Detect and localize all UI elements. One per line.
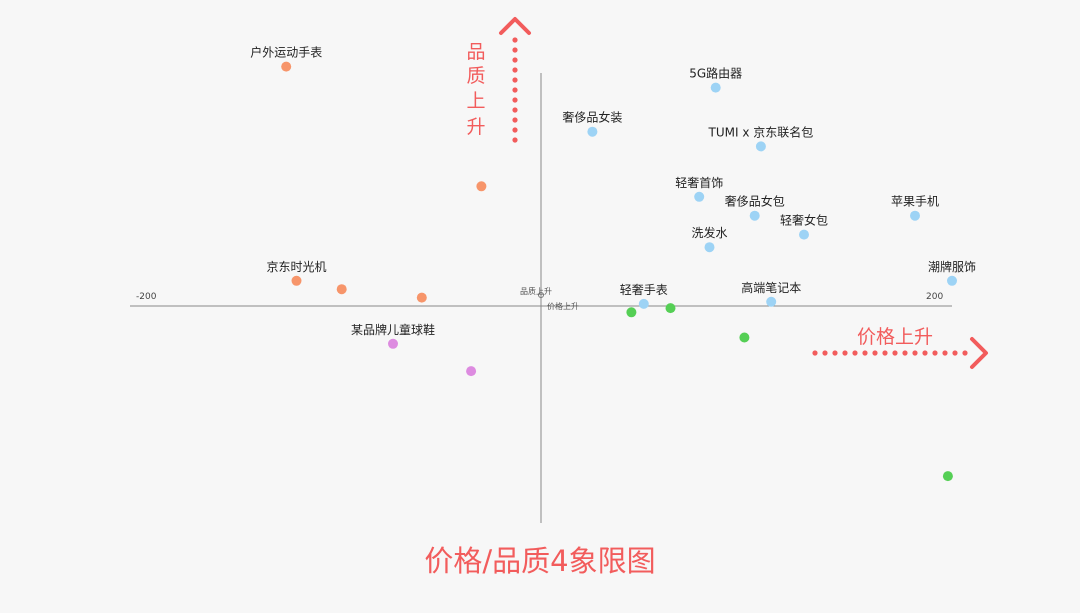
up-arrow-dot (512, 127, 518, 133)
up-arrow-dot (512, 137, 518, 143)
up-arrow-head (499, 17, 531, 35)
point-label: 洗发水 (691, 225, 727, 240)
scatter-point (749, 210, 760, 221)
right-arrow-dot (882, 350, 888, 356)
right-arrow-head (970, 337, 988, 369)
right-arrow-dot (842, 350, 848, 356)
right-arrow-dot (902, 350, 908, 356)
up-arrow-dot (512, 87, 518, 93)
scatter-point (665, 303, 676, 314)
x-tick-label-max: 200 (926, 292, 943, 302)
quality-up-char-3: 上 (466, 90, 485, 112)
scatter-point (587, 126, 598, 137)
scatter-point (766, 296, 777, 307)
point-label: 户外运动手表 (250, 45, 322, 60)
up-arrow-dots (512, 37, 518, 143)
right-arrow-dot (872, 350, 878, 356)
quality-up-char-2: 质 (466, 65, 485, 87)
chart-title: 价格/品质4象限图 (424, 544, 656, 578)
price-up-label: 价格上升 (857, 326, 933, 348)
point-label: 轻奢手表 (620, 283, 668, 297)
scatter-point (799, 229, 809, 240)
right-arrow-dot (812, 350, 818, 356)
scatter-point (336, 284, 347, 295)
right-arrow-dots (812, 350, 968, 356)
point-label: TUMI x 京东联名包 (708, 124, 814, 139)
origin-marker (538, 292, 544, 298)
point-label: 轻奢首饰 (675, 176, 723, 190)
right-arrow-dot (892, 350, 898, 356)
quality-up-arrow: 品 质 上 升 (466, 17, 531, 143)
scatter-point (694, 191, 705, 202)
up-arrow-dot (512, 107, 518, 113)
scatter-point (942, 471, 953, 482)
price-up-arrow: 价格上升 (812, 326, 988, 369)
right-arrow-dot (932, 350, 938, 356)
right-arrow-dot (852, 350, 858, 356)
scatter-point (755, 141, 766, 152)
up-arrow-dot (512, 117, 518, 123)
quality-up-char-1: 品 (466, 41, 485, 63)
origin-quality-label: 品质上升 (520, 286, 552, 296)
quality-up-char-4: 升 (466, 116, 485, 138)
right-arrow-dot (822, 350, 828, 356)
x-tick-label-min: -200 (136, 292, 157, 302)
scatter-point (416, 292, 427, 303)
scatter-point (291, 275, 302, 286)
scatter-point (388, 338, 398, 349)
point-label: 苹果手机 (891, 195, 939, 209)
scatter-point (626, 307, 637, 318)
scatter-point (910, 210, 920, 221)
scatter-point (466, 366, 477, 377)
point-label: 奢侈品女装 (562, 110, 622, 125)
right-arrow-dot (912, 350, 918, 356)
up-arrow-dot (512, 77, 518, 83)
right-arrow-dot (942, 350, 948, 356)
up-arrow-dot (512, 67, 518, 73)
point-label: 某品牌儿童球鞋 (351, 322, 435, 337)
scatter-point (947, 275, 957, 286)
right-arrow-dot (962, 350, 968, 356)
right-arrow-dot (922, 350, 928, 356)
point-label: 奢侈品女包 (725, 194, 785, 209)
scatter-point (476, 181, 487, 192)
scatter-point (739, 332, 750, 343)
point-label: 京东时光机 (266, 260, 326, 274)
point-label: 高端笔记本 (741, 280, 801, 295)
up-arrow-dot (512, 97, 518, 103)
scatter-point (281, 61, 292, 72)
up-arrow-dot (512, 37, 518, 43)
up-arrow-dot (512, 47, 518, 53)
origin-price-label: 价格上升 (547, 301, 579, 311)
scatter-point (638, 298, 649, 309)
scatter-point (704, 242, 715, 253)
right-arrow-dot (862, 350, 868, 356)
right-arrow-dot (952, 350, 958, 356)
up-arrow-dot (512, 57, 518, 63)
point-label: 轻奢女包 (780, 213, 828, 228)
point-label: 潮牌服饰 (928, 259, 976, 274)
point-label: 5G路由器 (689, 66, 742, 81)
scatter-point (710, 82, 721, 93)
right-arrow-dot (832, 350, 838, 356)
